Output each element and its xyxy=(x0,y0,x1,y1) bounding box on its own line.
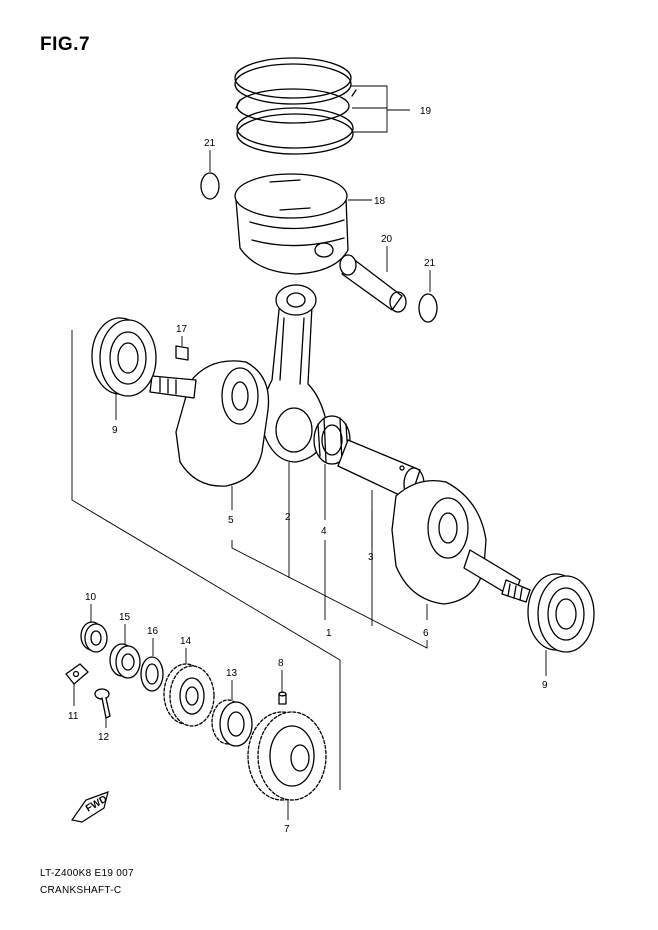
pin-8 xyxy=(278,691,287,705)
callout-9-right: 9 xyxy=(542,680,548,691)
connecting-rod xyxy=(261,284,327,463)
callout-labels: 19 18 21 21 20 17 9 5 2 4 3 1 6 9 10 15 … xyxy=(68,106,548,835)
callout-19: 19 xyxy=(420,106,432,117)
needle-bearing xyxy=(313,415,351,465)
callout-3: 3 xyxy=(368,552,374,563)
callout-16: 16 xyxy=(147,626,159,637)
assembly-frame-lines xyxy=(71,330,428,790)
callout-8: 8 xyxy=(278,658,284,669)
piston xyxy=(234,173,349,275)
callout-13: 13 xyxy=(226,668,238,679)
callout-20: 20 xyxy=(381,234,393,245)
spacer-10 xyxy=(80,621,108,653)
circlip-upper xyxy=(200,172,220,200)
leader-19 xyxy=(350,85,410,133)
crankshaft-right-web xyxy=(391,479,531,605)
crankshaft-left-web xyxy=(149,360,270,487)
callout-14: 14 xyxy=(180,636,192,647)
gear-14 xyxy=(163,663,215,727)
callout-18: 18 xyxy=(374,196,386,207)
piston-pin xyxy=(339,254,407,313)
woodruff-key xyxy=(175,345,189,361)
gear-13 xyxy=(211,699,253,747)
callout-4: 4 xyxy=(321,526,327,537)
callout-11: 11 xyxy=(68,711,79,722)
callout-21-lower: 21 xyxy=(424,258,436,269)
callout-21-upper: 21 xyxy=(204,138,216,149)
figure-title: FIG.7 xyxy=(40,34,91,55)
section-name: CRANKSHAFT-C xyxy=(40,885,122,896)
callout-17: 17 xyxy=(176,324,188,335)
callout-15: 15 xyxy=(119,612,131,623)
circlip-lower xyxy=(418,293,438,323)
washer-16 xyxy=(140,656,164,692)
callout-9-left: 9 xyxy=(112,425,118,436)
callout-12: 12 xyxy=(98,732,110,743)
piston-rings xyxy=(234,57,357,155)
collar-15 xyxy=(109,643,141,679)
callout-10: 10 xyxy=(85,592,97,603)
crank-bearing-right xyxy=(527,573,595,653)
callout-6: 6 xyxy=(423,628,429,639)
bolt-12 xyxy=(94,688,111,719)
forward-arrow-icon: FWD xyxy=(70,791,109,823)
callout-1: 1 xyxy=(326,628,332,639)
callout-5: 5 xyxy=(228,515,234,526)
gear-7 xyxy=(247,711,327,801)
callout-7: 7 xyxy=(284,824,290,835)
callout-2: 2 xyxy=(285,512,291,523)
crank-bearing-left xyxy=(91,317,157,397)
washer-11 xyxy=(65,663,89,685)
model-code: LT-Z400K8 E19 007 xyxy=(40,868,134,879)
